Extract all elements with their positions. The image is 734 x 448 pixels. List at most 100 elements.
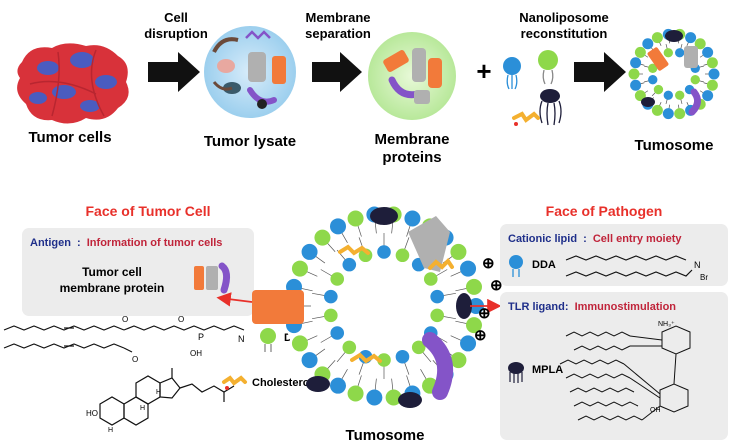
lipid-head [630,79,642,91]
lipid-head [395,248,410,263]
cationic-lipid-box [500,224,728,286]
lipid-head [663,48,673,58]
step-label-reconstitution-line1: Nanoliposome [519,10,609,25]
mpla-icon [508,362,524,374]
step-label-membrane-separation-line2: separation [305,26,371,41]
stage-label-membrane-proteins-line1: Membrane [374,131,449,148]
tlr-ligand-box [500,292,728,440]
mpla-head-icon [456,293,472,319]
lipid-head [395,349,410,364]
lipid-head [675,48,685,58]
tlr-key: TLR ligand: [508,301,569,313]
cholesterol-icon [350,352,382,364]
lipid-head [347,385,364,402]
mpla-label: MPLA [532,364,563,376]
chem-h: H [108,427,113,434]
dda-structure-icon [565,255,693,277]
lipid-head [634,46,646,58]
lipid-head [706,57,718,69]
lipid-head [465,317,482,334]
mpla-head-icon [370,207,398,225]
lipid-head [675,90,685,100]
lipid-head [377,353,391,367]
lipid-head [648,75,658,85]
lipid-head [404,210,421,227]
lipid-head [706,79,718,91]
right-panel-title: Face of Pathogen [546,203,663,219]
lipid-head [330,218,346,235]
lipid-head [301,243,318,260]
lipid-head [314,229,331,246]
protein-purple-icon [422,332,454,400]
lipid-head [411,340,426,355]
flow-arrow-icon [574,52,626,92]
step-label-cell-disruption-line2: disruption [144,26,208,41]
chem-ho: HO [86,409,98,418]
protein-gray-icon [408,216,450,272]
lipid-head [366,389,383,406]
lipid-head [291,260,308,277]
lipid-head [628,68,640,80]
lipid-head [708,68,720,80]
tumor-lysate-icon [204,26,296,118]
lipid-head [330,272,345,286]
cholesterol-head-icon [225,386,229,390]
positive-charge-icon: ⊕ [478,305,491,322]
left-panel-title: Face of Tumor Cell [86,203,211,219]
chem-n: N [238,334,245,344]
positive-charge-icon: ⊕ [474,327,487,344]
lipid-head [702,90,714,102]
lipid-head [702,46,714,58]
cholesterol-icon [428,257,454,270]
dopc-tail-icon [264,344,272,352]
protruding-protein-icon [252,290,304,324]
mpla-structure-icon [559,325,691,421]
lipid-head [450,352,467,369]
tlr-value: Immunostimulation [575,301,677,313]
antigen-row: Antigen : Information of tumor cells [30,237,222,249]
lipid-head [301,352,318,369]
lipid-head [634,90,646,102]
flow-arrow-icon [312,52,362,92]
lipid-head [460,260,477,277]
mpla-head-icon [641,97,655,107]
stage-label-tumor-lysate: Tumor lysate [204,133,296,150]
lipid-head [648,63,658,73]
lipid-head [662,108,674,120]
protein-purple-icon [688,88,701,116]
lipid-head [342,257,357,272]
lipid-head [694,38,706,50]
lipid-head [330,326,345,340]
lipid-head [291,335,308,352]
step-label-membrane-separation-line1: Membrane [305,10,370,25]
membrane-protein-label-line1: Tumor cell [82,265,142,279]
chem-o: O [178,315,184,324]
cholesterol-icon [222,375,247,386]
pointer-arrow-left [216,292,253,307]
step-label-cell-disruption-line1: Cell [164,10,188,25]
protein-orange-icon [647,47,669,71]
dda-n: N [694,260,701,270]
lipid-head [385,389,402,406]
center-tumosome-label: Tumosome [346,427,425,444]
cationic-key: Cationic lipid [508,233,577,245]
lipid-head [685,32,697,44]
mpla-nh3: NH₃⁺ [658,321,675,328]
flow-arrow-icon [148,52,200,92]
lipid-head [651,104,663,116]
antigen-key: Antigen [30,237,71,249]
lipid-head [330,377,346,394]
cationic-sep: : [583,233,587,245]
lipid-head [630,57,642,69]
lipid-head [430,308,444,323]
positive-charge-icon: ⊕ [482,255,495,272]
chem-h: H [140,405,145,412]
chem-o: O [122,315,128,324]
mpla-head-icon [665,30,683,42]
membrane-protein-label-line2: membrane protein [60,281,165,295]
membrane-proteins-icon [368,32,456,120]
lipid-head [430,289,444,304]
lipid-head [423,272,438,286]
lipid-head [460,335,477,352]
